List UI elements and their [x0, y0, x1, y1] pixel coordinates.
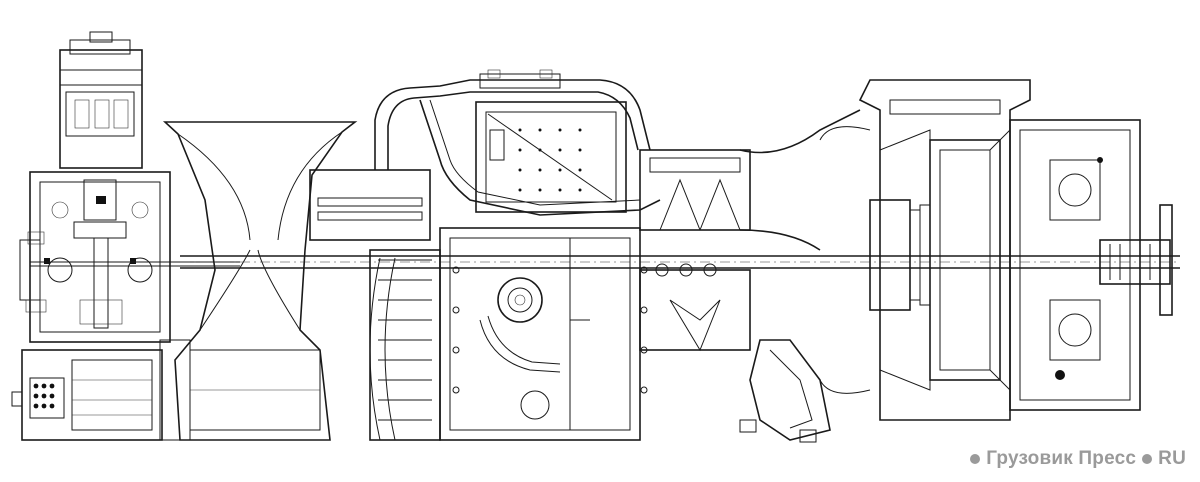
- central-housing: [439, 227, 648, 441]
- mid-coupling: [639, 109, 861, 352]
- power-turbine: [819, 79, 1031, 421]
- compressor-section: [309, 169, 441, 441]
- accessory-gearbox: [19, 31, 240, 343]
- watermark-dot-icon: [970, 454, 981, 464]
- bolt-row: [452, 266, 648, 394]
- upper-ducting: [374, 69, 661, 216]
- air-intake: [159, 121, 358, 441]
- heat-exchanger-dots: [518, 128, 582, 192]
- starter-unit: [11, 349, 163, 441]
- output-gearbox: [1009, 119, 1173, 411]
- connector-pins: [33, 383, 55, 409]
- watermark-brand: Грузовик Пресс: [986, 448, 1137, 469]
- watermark: Грузовик Пресс RU: [970, 448, 1186, 470]
- watermark-domain: RU: [1158, 448, 1186, 469]
- exhaust-elbow: [739, 339, 831, 443]
- watermark-separator-dot-icon: [1142, 454, 1153, 464]
- main-shaft: [180, 255, 1180, 269]
